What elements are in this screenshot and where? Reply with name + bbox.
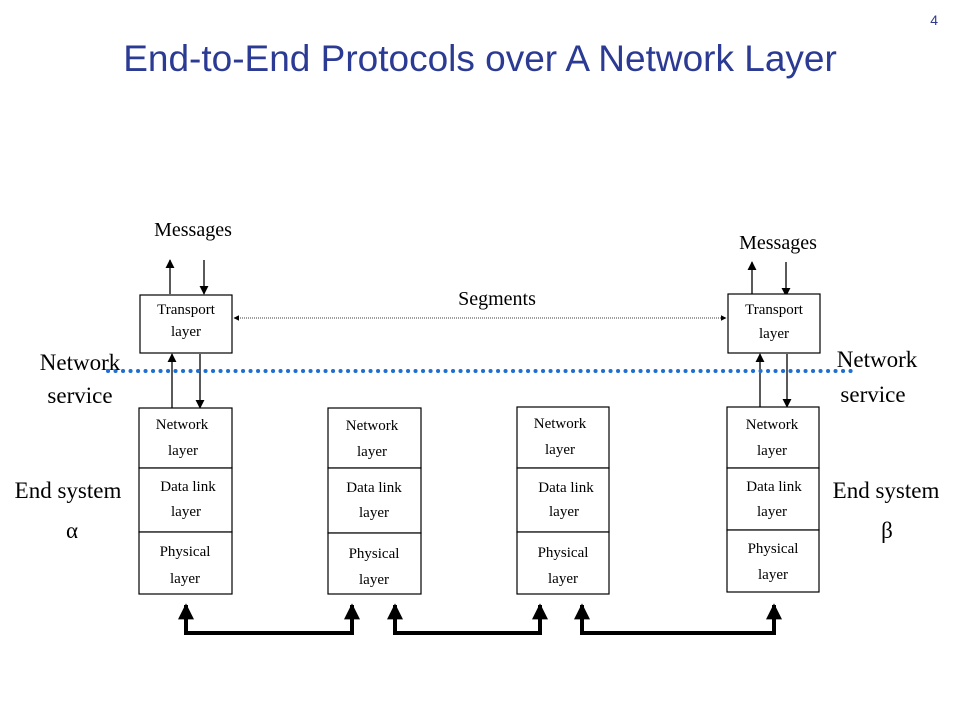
svg-text:layer: layer [549,504,579,520]
svg-text:layer: layer [548,571,578,587]
datalink-layer-box-4: Data link layer [726,467,820,531]
svg-text:Network: Network [746,417,799,433]
svg-text:layer: layer [357,444,387,460]
datalink-layer-box-1: Data link layer [138,467,233,533]
network-service-label-right-2: service [840,382,905,407]
physical-layer-box-1: Physical layer [138,531,233,595]
svg-text:Network: Network [534,416,587,432]
end-system-label-right: End system [833,478,940,503]
svg-text:Network: Network [346,418,399,434]
svg-text:Physical: Physical [538,545,589,561]
svg-text:Physical: Physical [160,544,211,560]
svg-text:layer: layer [171,324,201,340]
svg-text:Data link: Data link [538,480,594,496]
svg-text:Data link: Data link [346,480,402,496]
svg-text:layer: layer [757,504,787,520]
svg-text:layer: layer [759,326,789,342]
end-system-beta-label: β [881,518,893,543]
segments-label: Segments [458,288,536,310]
messages-label-left: Messages [154,219,232,241]
datalink-layer-box-2: Data link layer [327,467,422,534]
svg-text:Transport: Transport [157,302,216,318]
physical-link-1-2 [178,603,360,635]
physical-layer-box-3: Physical layer [516,531,610,595]
svg-text:Network: Network [156,417,209,433]
network-service-label-left: Network [40,350,121,375]
svg-text:layer: layer [757,443,787,459]
svg-text:layer: layer [359,505,389,521]
svg-text:Data link: Data link [160,479,216,495]
slide-title: End-to-End Protocols over A Network Laye… [123,38,837,79]
svg-text:Data link: Data link [746,479,802,495]
network-service-label-left-2: service [47,383,112,408]
svg-text:Physical: Physical [748,541,799,557]
svg-text:layer: layer [359,572,389,588]
network-layer-box-2: Network layer [327,407,422,469]
network-service-label-right: Network [837,347,918,372]
svg-text:layer: layer [168,443,198,459]
messages-label-right: Messages [739,232,817,254]
physical-layer-box-4: Physical layer [726,529,820,593]
network-layer-box-1: Network layer [138,407,233,469]
svg-text:Transport: Transport [745,302,804,318]
physical-link-3-4 [574,603,782,635]
network-layer-box-3: Network layer [516,406,610,469]
physical-layer-box-2: Physical layer [327,532,422,595]
end-system-label-left: End system [15,478,122,503]
svg-text:layer: layer [758,567,788,583]
svg-text:Physical: Physical [349,546,400,562]
svg-text:layer: layer [545,442,575,458]
network-layer-box-4: Network layer [726,406,820,469]
svg-text:layer: layer [170,571,200,587]
datalink-layer-box-3: Data link layer [516,467,610,533]
svg-text:layer: layer [171,504,201,520]
transport-layer-box-right: Transport layer [727,293,821,354]
slide-number: 4 [930,12,938,28]
physical-link-2-3 [387,603,548,635]
end-system-alpha-label: α [66,518,78,543]
transport-layer-box-left: Transport layer [139,294,233,354]
